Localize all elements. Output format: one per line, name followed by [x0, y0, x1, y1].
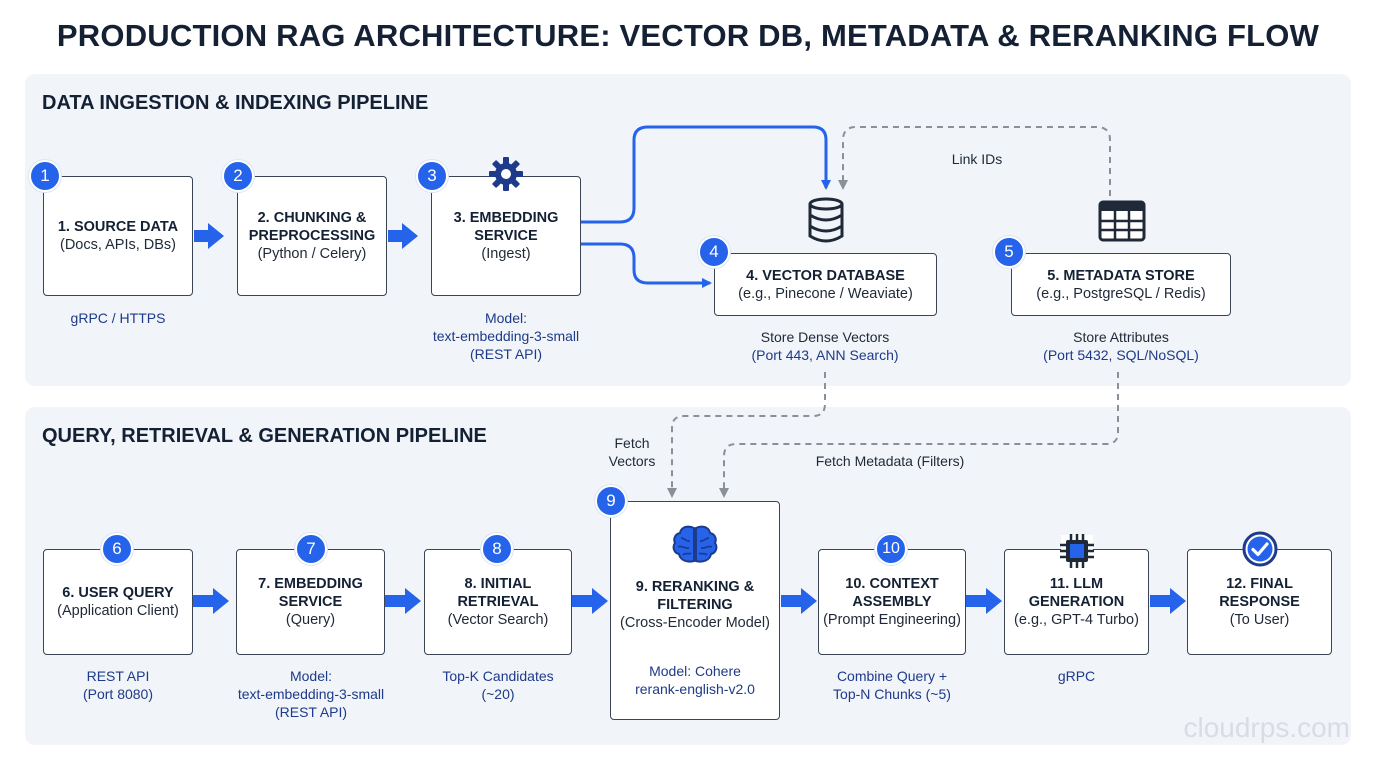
step-badge-1: 1: [29, 160, 61, 192]
step-subtitle: (To User): [1229, 612, 1290, 628]
step-source-data: 1. SOURCE DATA (Docs, APIs, DBs): [43, 176, 193, 296]
step-subtitle: (Cross-Encoder Model): [620, 615, 770, 631]
step-badge-2: 2: [222, 160, 254, 192]
step-vector-database: 4. VECTOR DATABASE (e.g., Pinecone / Wea…: [714, 253, 937, 316]
step-note: REST API(Port 8080): [82, 668, 154, 702]
link-ids-label: Link IDs: [951, 151, 1003, 167]
step-note: Combine Query +Top-N Chunks (~5): [833, 668, 951, 702]
arrow-3-4-lower: [581, 242, 712, 288]
step-note: Model:text-embedding-3-small(REST API): [237, 668, 385, 720]
fetch-metadata-connector: [719, 372, 1119, 498]
step-badge-4: 4: [698, 236, 730, 268]
step-badge-3: 3: [416, 160, 448, 192]
brain-icon: [672, 525, 718, 563]
step-subtitle: (Docs, APIs, DBs): [59, 237, 177, 253]
step-title: 9. RERANKING &FILTERING: [635, 579, 755, 613]
step-badge-5: 5: [993, 236, 1025, 268]
arrow-2-3: [388, 223, 418, 249]
step-note: Model:text-embedding-3-small(REST API): [432, 310, 580, 362]
step-badge-9: 9: [595, 485, 627, 517]
step-note: gRPC: [1057, 668, 1096, 684]
step-title: 5. METADATA STORE: [1047, 267, 1195, 284]
step-subtitle: (Query): [285, 612, 336, 628]
step-badge-10: 10: [875, 533, 907, 565]
step-note: Store Dense Vectors(Port 443, ANN Search…: [751, 329, 899, 363]
watermark: cloudrps.com: [1183, 712, 1350, 743]
ingestion-heading: DATA INGESTION & INDEXING PIPELINE: [42, 92, 429, 114]
fetch-vectors-connector: [667, 372, 826, 498]
step-subtitle: (e.g., PostgreSQL / Redis): [1036, 285, 1206, 302]
step-note: Store Attributes(Port 5432, SQL/NoSQL): [1043, 329, 1199, 363]
query-heading: QUERY, RETRIEVAL & GENERATION PIPELINE: [42, 425, 487, 447]
step-badge-7: 7: [295, 533, 327, 565]
database-icon: [808, 197, 844, 243]
fetch-metadata-label: Fetch Metadata (Filters): [815, 453, 965, 469]
arrow-1-2: [194, 223, 224, 249]
arrow-11-12: [1150, 588, 1186, 614]
step-subtitle: (Application Client): [57, 603, 179, 619]
arrow-6-7: [193, 588, 229, 614]
chip-icon: [1060, 534, 1094, 568]
step-note: Top-K Candidates(~20): [442, 668, 554, 702]
step-title: 1. SOURCE DATA: [57, 219, 179, 235]
link-ids-connector: [838, 126, 1111, 196]
step-subtitle: (e.g., GPT-4 Turbo): [1014, 612, 1139, 628]
check-circle-icon: [1242, 531, 1278, 567]
step-metadata-store: 5. METADATA STORE (e.g., PostgreSQL / Re…: [1011, 253, 1231, 316]
step-subtitle: (Python / Celery): [257, 246, 367, 262]
arrow-10-11: [966, 588, 1002, 614]
arrow-3-4-upper: [581, 125, 831, 224]
gear-icon: [489, 157, 523, 191]
step-title: 2. CHUNKING &PREPROCESSING: [248, 210, 376, 244]
step-title: 4. VECTOR DATABASE: [746, 267, 905, 284]
page-title: PRODUCTION RAG ARCHITECTURE: VECTOR DB, …: [56, 18, 1320, 53]
step-chunking: 2. CHUNKING &PREPROCESSING (Python / Cel…: [237, 176, 387, 296]
step-user-query: 6. USER QUERY (Application Client): [43, 549, 193, 655]
step-badge-8: 8: [481, 533, 513, 565]
step-subtitle: (Ingest): [481, 246, 531, 262]
step-badge-6: 6: [101, 533, 133, 565]
arrow-8-9: [572, 588, 608, 614]
arrow-9-10: [781, 588, 817, 614]
table-icon: [1098, 200, 1146, 242]
step-title: 6. USER QUERY: [62, 585, 174, 601]
arrow-7-8: [385, 588, 421, 614]
step-subtitle: (Vector Search): [447, 612, 549, 628]
step-subtitle: (Prompt Engineering): [823, 612, 961, 628]
step-note: gRPC / HTTPS: [70, 310, 166, 326]
step-subtitle: (e.g., Pinecone / Weaviate): [738, 285, 913, 302]
